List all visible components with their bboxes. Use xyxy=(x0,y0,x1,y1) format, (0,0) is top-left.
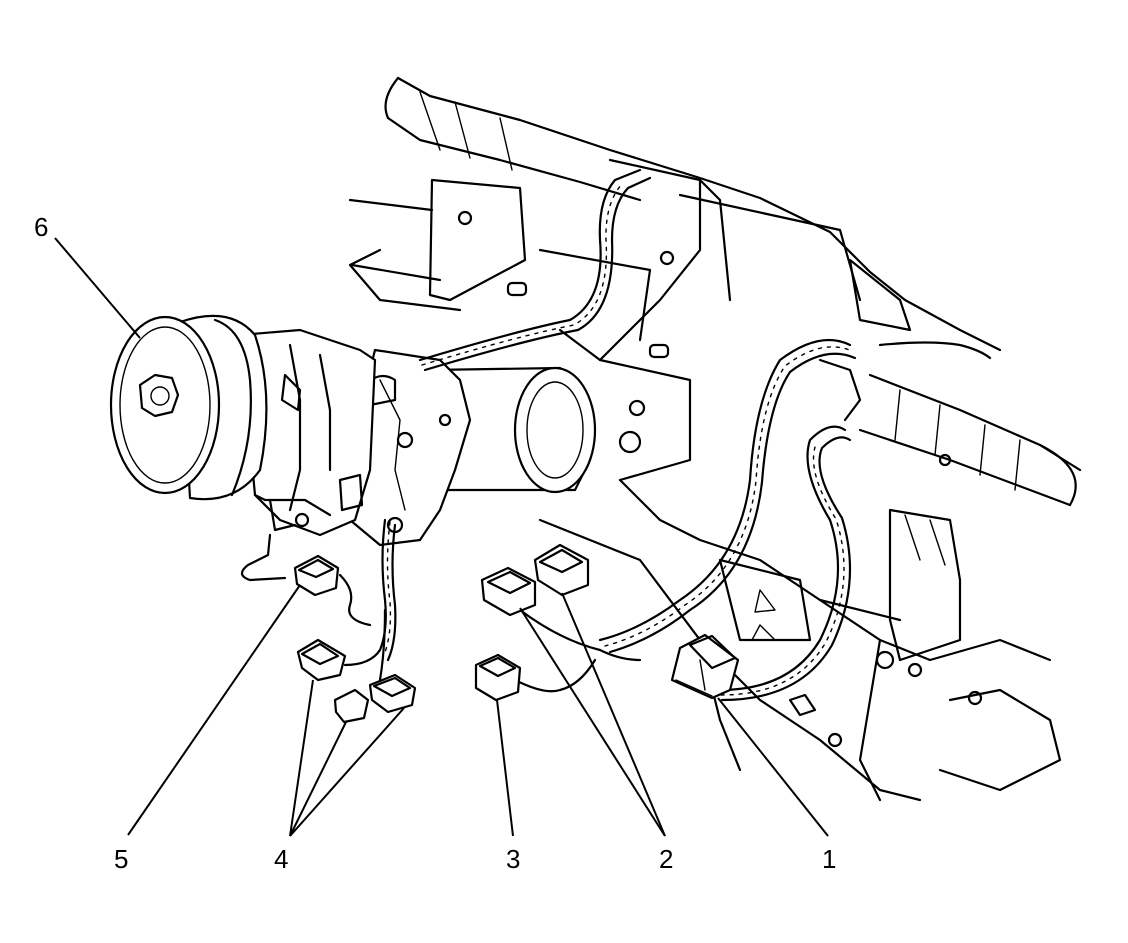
connector-4b xyxy=(333,688,370,724)
connector-5 xyxy=(293,554,340,597)
callout-6: 6 xyxy=(34,212,48,242)
connector-4a xyxy=(296,638,347,682)
callout-labels: 6 5 4 3 2 1 xyxy=(34,212,836,874)
column-mount-bracket xyxy=(343,348,472,547)
leader-lines xyxy=(54,237,829,837)
callout-2: 2 xyxy=(659,844,673,874)
connector-2-lower xyxy=(480,566,537,617)
instrument-panel-frame xyxy=(348,76,1082,802)
callout-3: 3 xyxy=(506,844,520,874)
connector-2-upper xyxy=(533,543,590,597)
connector-3 xyxy=(474,653,522,702)
callout-1: 1 xyxy=(822,844,836,874)
leader-4b xyxy=(289,721,347,837)
leader-4c xyxy=(289,707,405,837)
steering-column-shaft xyxy=(428,366,597,494)
leader-3 xyxy=(496,699,514,837)
steering-column-module xyxy=(109,314,377,582)
wiring-harness xyxy=(338,168,992,702)
leader-4a xyxy=(289,679,314,837)
leader-5 xyxy=(127,584,301,836)
callout-4: 4 xyxy=(274,844,288,874)
callout-5: 5 xyxy=(114,844,128,874)
leader-2b xyxy=(561,592,666,837)
connector-4c xyxy=(368,673,417,714)
leader-1 xyxy=(717,697,829,837)
connector-1 xyxy=(670,633,740,700)
leader-6 xyxy=(54,237,141,339)
leader-2a xyxy=(519,607,666,837)
